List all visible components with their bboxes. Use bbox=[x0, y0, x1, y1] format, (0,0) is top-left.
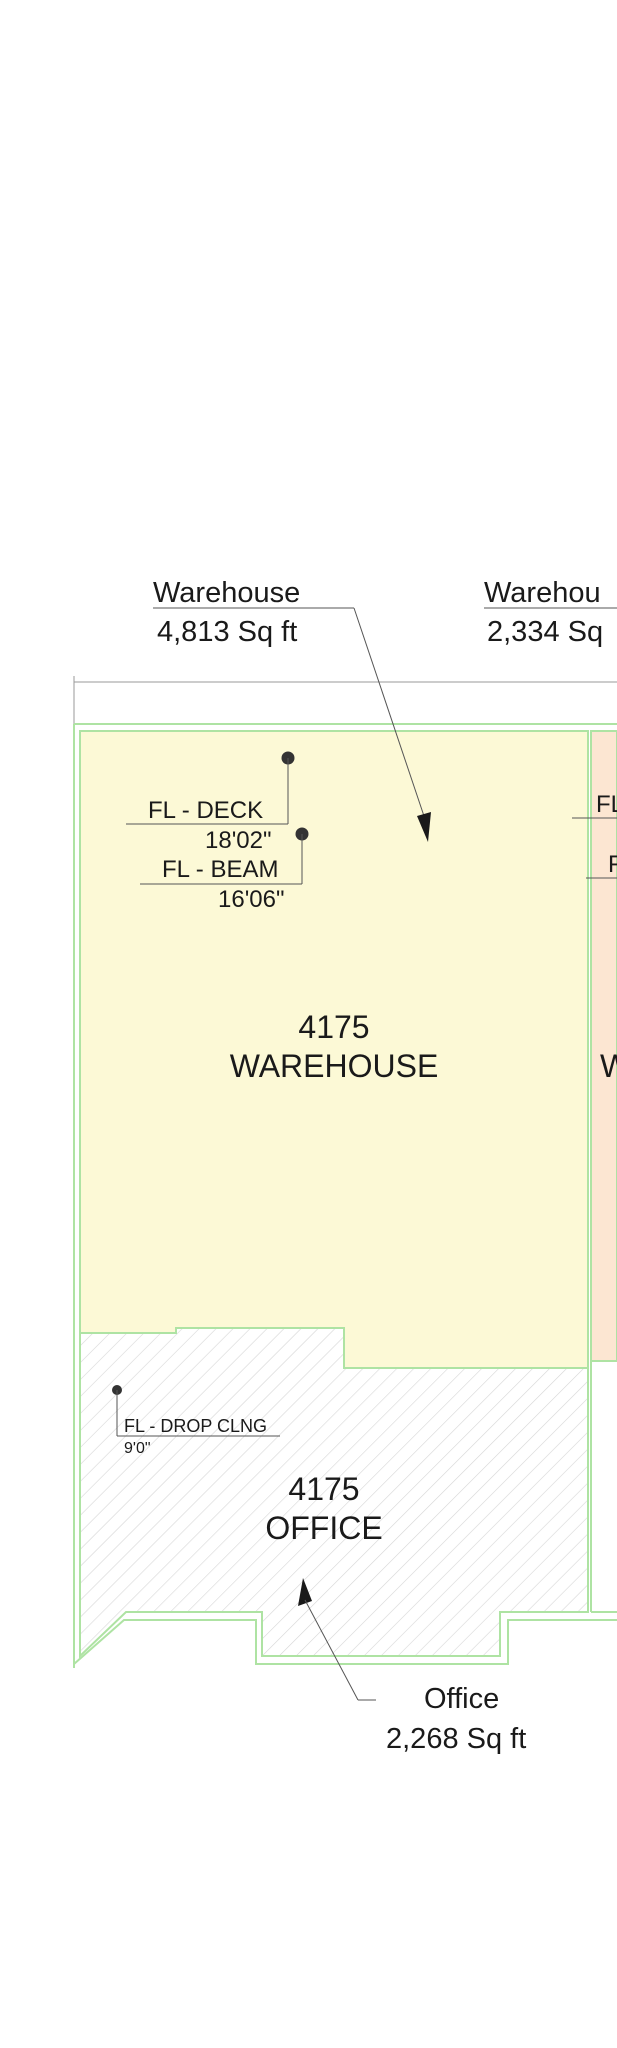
beam-label: FL - BEAM bbox=[162, 856, 278, 883]
office-callout-area: 2,268 Sq ft bbox=[386, 1723, 526, 1755]
warehouse-callout-area: 4,813 Sq ft bbox=[157, 616, 297, 648]
drop-ceiling-label: FL - DROP CLNG bbox=[124, 1416, 267, 1436]
adjacent-callout-area: 2,334 Sq bbox=[487, 616, 603, 648]
deck-label: FL - DECK bbox=[148, 797, 263, 824]
office-leader-line bbox=[304, 1599, 359, 1701]
office-room bbox=[79, 1327, 589, 1659]
office-room-number: 4175 bbox=[288, 1471, 359, 1507]
warehouse-room-name: WAREHOUSE bbox=[230, 1048, 439, 1084]
office-room-name: OFFICE bbox=[265, 1510, 382, 1546]
office-leader-arrow bbox=[298, 1578, 312, 1606]
warehouse-callout-title: Warehouse bbox=[153, 577, 300, 609]
adjacent-callout-title: Warehou bbox=[484, 577, 601, 609]
warehouse-room-number: 4175 bbox=[298, 1009, 369, 1045]
adjacent-beam-label: F bbox=[608, 851, 617, 878]
deck-value: 18'02" bbox=[205, 827, 272, 854]
drop-ceiling-value: 9'0" bbox=[124, 1440, 151, 1457]
warehouse-leader-arrow bbox=[417, 812, 431, 842]
office-wall-outer bbox=[73, 1619, 617, 1665]
adjacent-deck-label: FL bbox=[596, 791, 617, 818]
exterior-wall bbox=[73, 723, 617, 1668]
beam-value: 16'06" bbox=[218, 886, 285, 913]
warehouse-leader-line bbox=[353, 607, 427, 823]
adjacent-room-name: W bbox=[600, 1048, 617, 1084]
adjacent-room bbox=[590, 730, 617, 1362]
office-callout-title: Office bbox=[424, 1683, 499, 1715]
